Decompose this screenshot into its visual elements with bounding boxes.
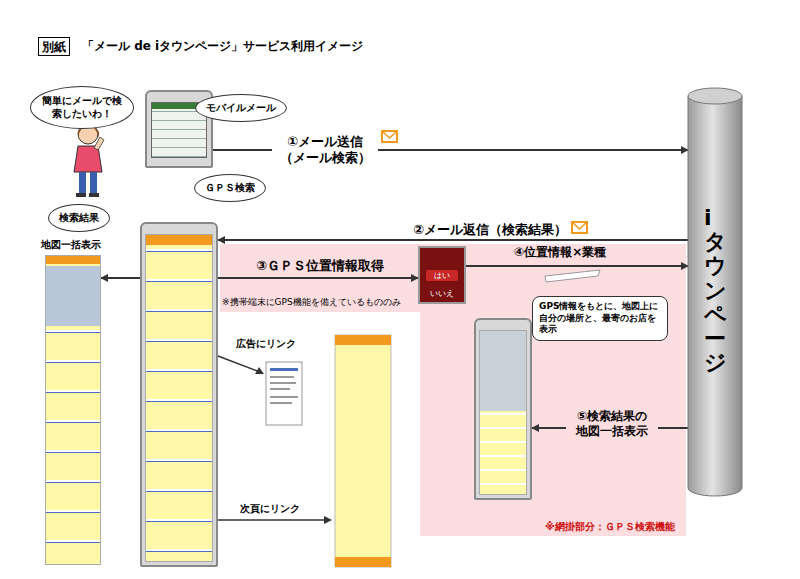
server-cylinder: iタウンページ xyxy=(688,88,742,496)
edge-label: ④位置情報×業種 xyxy=(511,245,609,260)
gps-area xyxy=(220,244,686,536)
map-list-screen: 地図一括表示 xyxy=(45,255,101,565)
mobile-phone: GPS情報をもとに、地図上に自分の場所と、最寄のお店を表示 xyxy=(474,318,532,500)
note-text: ※網掛部分：ＧＰＳ検索機能 xyxy=(545,520,675,534)
edge-label: ②メール返信（検索結果） xyxy=(410,222,570,238)
phone-screen xyxy=(145,234,213,562)
gps-dialog: はいいいえ xyxy=(418,246,466,304)
edge-label: ①メール送信 （メール検索） xyxy=(272,134,378,167)
node-text: 別紙 xyxy=(39,39,69,56)
node-text: ＧＰＳ検索 xyxy=(194,174,266,202)
edge-label: ③ＧＰＳ位置情報取得 xyxy=(253,258,387,274)
node-text: はい xyxy=(426,270,458,281)
link-label: 次頁にリンク xyxy=(240,502,300,516)
link-label: 広告にリンク xyxy=(236,337,296,351)
phone-screen xyxy=(479,330,527,495)
tag-box: 別紙 xyxy=(38,37,70,56)
result-pages xyxy=(266,335,391,567)
speech-bubble: 簡単にメールで検索したいわ！ xyxy=(30,86,134,129)
envelope-icon xyxy=(382,131,587,233)
node-text: 簡単にメールで検索したいわ！ xyxy=(42,95,122,120)
node-text: iタウンページ xyxy=(704,206,726,375)
mobile-phone: ＧＰＳ検索検索結果 xyxy=(140,222,218,567)
phone-screen xyxy=(45,255,101,565)
node-text: いいえ xyxy=(420,288,464,299)
node-text: 地図一括表示 xyxy=(41,238,101,252)
edge-label: ⑤検索結果の 地図一括表示 xyxy=(566,409,658,439)
node-text: モバイルメール xyxy=(195,94,287,122)
diagram-title: 「メール de iタウンページ」サービス利用イメージ xyxy=(82,38,363,55)
flow-arrow xyxy=(466,265,688,267)
note-text: ※携帯端末にGPS機能を備えているもののみ xyxy=(222,296,401,309)
paper-icon xyxy=(545,270,600,282)
mobile-phone: モバイルメール xyxy=(145,90,213,168)
flow-arrow xyxy=(218,239,688,241)
node-text: GPS情報をもとに、地図上に自分の場所と、最寄のお店を表示 xyxy=(532,296,668,341)
node-text: 検索結果 xyxy=(48,204,110,232)
